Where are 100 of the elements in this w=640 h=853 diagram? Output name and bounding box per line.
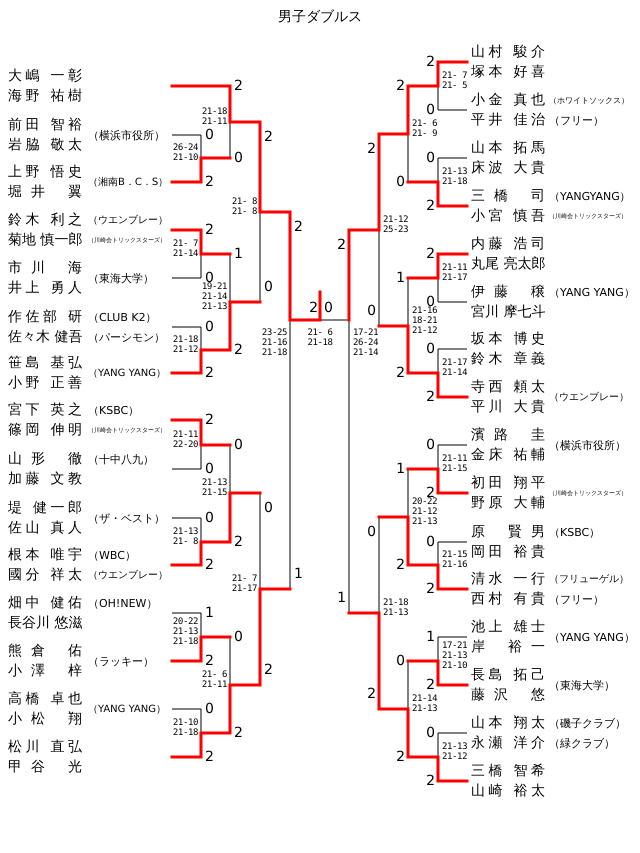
game-score: 0: [426, 150, 435, 166]
player-name: 熊倉 佑: [8, 643, 82, 659]
game-score: 0: [234, 629, 243, 645]
team-name: （YANGYANG）: [549, 190, 631, 202]
set-scores: 21-18 21-12: [172, 335, 198, 355]
player-name: 永瀬 洋介: [471, 735, 545, 751]
set-scores: 20-22 21-12 21-13: [412, 497, 438, 527]
game-score: 2: [205, 222, 214, 238]
player-name: 高橋 卓也: [8, 691, 82, 707]
set-scores: 17-21 21-13 21-10: [442, 641, 468, 671]
set-scores: 19-21 21-14 21-13: [201, 282, 227, 312]
player-name: 上野 悟史: [8, 164, 82, 180]
game-score: 0: [264, 279, 273, 295]
game-score: 2: [396, 557, 405, 573]
game-score: 0: [396, 174, 405, 190]
player-name: 宮川 摩七斗: [471, 304, 545, 320]
game-score: 2: [396, 749, 405, 765]
set-scores: 21-13 21-15: [201, 478, 227, 498]
player-name: 藤沢 悠: [471, 687, 545, 703]
game-score: 2: [205, 174, 214, 190]
game-score: 0: [426, 725, 435, 741]
game-score: 2: [264, 662, 273, 678]
player-name: 濱路 圭: [471, 427, 545, 443]
player-name: 堀井 翼: [8, 184, 82, 200]
game-score: 2: [294, 219, 303, 235]
player-name: 小金 真也: [471, 92, 545, 108]
player-name: 根本 唯宇: [8, 547, 82, 563]
player-name: 丸尾 亮太郎: [471, 256, 545, 272]
game-score: 0: [234, 437, 243, 453]
game-score: 2: [426, 54, 435, 70]
game-score: 2: [205, 653, 214, 669]
game-score: 0: [205, 510, 214, 526]
player-name: 井上 勇人: [8, 280, 82, 296]
game-score: 0: [367, 303, 376, 319]
game-score: 2: [205, 412, 214, 428]
game-score: 2: [426, 677, 435, 693]
player-name: 國分 祥太: [8, 567, 82, 583]
player-name: 前田 智裕: [8, 117, 82, 133]
player-name: 平井 佳治: [471, 112, 545, 128]
game-score: 1: [426, 629, 435, 645]
game-score: 0: [234, 150, 243, 166]
team-name: （ウエンブレー）: [549, 390, 629, 404]
team-name: （磯子クラブ）: [549, 716, 626, 730]
game-score: 0: [205, 127, 214, 143]
game-score: 2: [264, 129, 273, 145]
set-scores: 21- 6 21-18: [307, 328, 333, 348]
player-name: 長谷川 悠滋: [8, 615, 82, 631]
game-score: 2: [396, 78, 405, 94]
set-scores: 21- 7 21-14: [172, 239, 198, 259]
player-name: 菊地 慎一郎: [8, 232, 82, 248]
set-scores: 21-10 21-18: [172, 718, 198, 738]
player-name: 清水 一行: [471, 571, 545, 587]
player-name: 小澤 梓: [8, 663, 82, 679]
game-score: 1: [396, 461, 405, 477]
team-name: （十中八九）: [88, 452, 154, 466]
game-score: 2: [205, 365, 214, 381]
player-name: 鈴木 章義: [471, 351, 545, 367]
team-name: （東海大学）: [549, 678, 615, 692]
team-name: （緑クラブ）: [549, 736, 615, 750]
game-score: 0: [205, 701, 214, 717]
team-name: （CLUB K2）: [88, 310, 157, 324]
game-score: 0: [264, 500, 273, 516]
game-score: 1: [205, 605, 214, 621]
player-name: 山形 徹: [8, 451, 82, 467]
game-score: 2: [426, 198, 435, 214]
player-name: 金床 祐輔: [471, 447, 545, 463]
player-name: 塚本 好喜: [471, 64, 545, 80]
game-score: 0: [205, 461, 214, 477]
player-name: 佐山 真人: [8, 520, 82, 536]
team-name: （YANG YANG）: [88, 702, 166, 716]
team-name: （横浜市役所）: [88, 128, 165, 142]
team-name: （湘南B．C．S）: [88, 176, 168, 188]
player-name: 加藤 文教: [8, 471, 82, 487]
player-name: 市川 海: [8, 260, 82, 276]
game-score: 0: [324, 300, 333, 316]
set-scores: 21-13 21- 8: [172, 527, 198, 547]
player-name: 三橋 司: [471, 188, 545, 204]
player-name: 床波 大貴: [471, 160, 545, 176]
player-name: 篠岡 伸明: [8, 422, 82, 438]
player-name: 長島 拓己: [471, 667, 545, 683]
team-name: （横浜市役所）: [549, 438, 626, 452]
team-name: （YANG YANG）: [549, 630, 635, 644]
game-score: 2: [309, 300, 318, 316]
player-name: 作佐部 研: [8, 309, 82, 325]
game-score: 0: [426, 534, 435, 550]
player-name: 三橋 智希: [471, 763, 545, 779]
player-name: 初田 翔平: [471, 475, 545, 491]
player-name: 山本 拓馬: [471, 140, 545, 156]
set-scores: 21-13 21-12: [442, 742, 468, 762]
team-name: （OH!NEW）: [88, 596, 158, 610]
game-score: 1: [337, 590, 346, 606]
team-name: （YANG YANG）: [549, 286, 635, 298]
player-name: 坂本 博史: [471, 331, 545, 347]
team-name: （フリー）: [549, 114, 604, 126]
team-name: （パーシモン）: [88, 330, 165, 344]
game-score: 2: [426, 581, 435, 597]
set-scores: 21-12 25-23: [383, 215, 409, 235]
game-score: 2: [234, 342, 243, 358]
game-score: 2: [234, 78, 243, 94]
player-name: 寺西 頼太: [471, 379, 545, 395]
